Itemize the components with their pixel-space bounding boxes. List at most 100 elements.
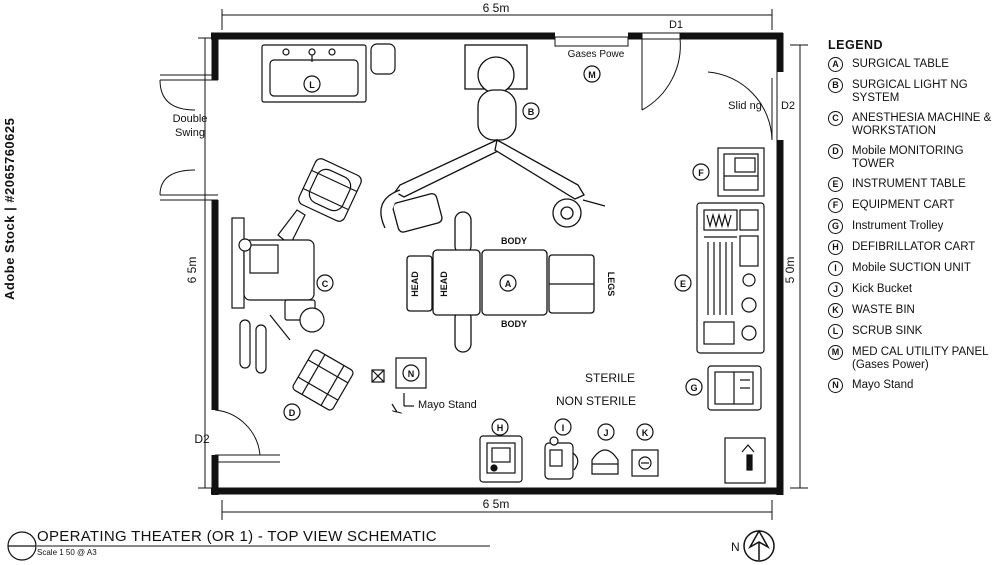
door-d1-label: D1 xyxy=(669,19,683,31)
legend-text: SURGICAL LIGHT NG SYSTEM xyxy=(852,79,968,104)
marker-i-label: I xyxy=(562,423,565,433)
head-label-2: HEAD xyxy=(439,271,449,297)
marker-n-label: N xyxy=(408,369,415,379)
room-walls xyxy=(211,32,784,495)
legend-text: DEFIBRILLATOR CART xyxy=(852,241,976,253)
legend-item: E INSTRUMENT TABLE xyxy=(828,177,998,192)
sliding-label: Slid ng xyxy=(728,100,762,112)
legend: LEGEND A SURGICAL TABLE B SURGICAL LIGHT N… xyxy=(828,38,998,400)
legend-key: I xyxy=(828,261,843,276)
marker-g-label: G xyxy=(690,383,697,393)
dimension-right xyxy=(790,44,808,489)
waste-bin xyxy=(631,449,659,477)
marker-c-label: C xyxy=(322,279,329,289)
legend-item: N Mayo Stand xyxy=(828,378,998,393)
instrument-trolley xyxy=(707,365,762,411)
marker-k-label: K xyxy=(642,428,649,438)
door-d2-label: D2 xyxy=(781,100,795,112)
marker-m-label: M xyxy=(588,70,596,80)
surgical-lighting-system xyxy=(380,44,606,233)
legend-key: D xyxy=(828,144,843,159)
legend-text: Kick Bucket xyxy=(852,283,913,295)
double-swing-label-2: Swing xyxy=(175,127,205,139)
legend-title: LEGEND xyxy=(828,38,884,52)
door-d2-bottom-label: D2 xyxy=(194,432,210,446)
gases-power-label: Gases Powe xyxy=(568,49,625,60)
marker-f-label: F xyxy=(698,168,704,178)
kick-bucket xyxy=(591,449,619,475)
legend-key: F xyxy=(828,198,843,213)
legend-text: Instrument Trolley xyxy=(852,220,944,232)
legend-key: K xyxy=(828,303,843,318)
dimension-right-label: 5 0m xyxy=(783,257,797,284)
defibrillator-cart xyxy=(479,435,523,483)
marker-d-label: D xyxy=(289,408,296,418)
legend-item: H DEFIBRILLATOR CART xyxy=(828,240,998,255)
legend-key: B xyxy=(828,78,843,93)
marker-l xyxy=(303,75,321,93)
marker-h xyxy=(491,418,509,436)
marker-c xyxy=(316,274,334,292)
dimension-left xyxy=(198,37,212,489)
body-bottom-label: BODY xyxy=(501,319,527,329)
dimension-top-label: 6 5m xyxy=(483,1,510,15)
legend-text: Mayo Stand xyxy=(852,379,914,391)
legend-key: J xyxy=(828,282,843,297)
sterile-label: STERILE xyxy=(585,371,635,385)
double-swing-door xyxy=(159,74,218,201)
instrument-table xyxy=(696,202,765,354)
north-arrow xyxy=(743,529,775,562)
marker-b-label: B xyxy=(528,107,535,117)
legend-key: E xyxy=(828,177,843,192)
marker-e xyxy=(674,274,692,292)
marker-i xyxy=(554,418,572,436)
legend-text: WASTE BIN xyxy=(852,304,915,316)
mayo-stand-label: Mayo Stand xyxy=(418,399,477,411)
legend-key: N xyxy=(828,378,843,393)
marker-b xyxy=(522,102,540,120)
legend-item: L SCRUB SINK xyxy=(828,324,998,339)
legend-item: A SURGICAL TABLE xyxy=(828,57,998,72)
sliding-door-d2 xyxy=(707,71,778,141)
legend-text: SURGICAL TABLE xyxy=(852,58,949,70)
legend-text: EQUIPMENT CART xyxy=(852,199,955,211)
legend-item: C ANESTHESIA MACHINE & WORKSTATION xyxy=(828,111,998,138)
medical-utility-panel xyxy=(554,36,629,47)
dimension-bottom xyxy=(221,500,773,520)
anesthesia-machine xyxy=(231,209,325,374)
legend-key: L xyxy=(828,324,843,339)
marker-a-label: A xyxy=(505,279,512,289)
marker-f xyxy=(692,163,710,181)
non-sterile-label: NON STERILE xyxy=(556,394,636,408)
rotating-chair xyxy=(298,158,362,222)
legend-text: ANESTHESIA MACHINE & WORKSTATION xyxy=(852,112,992,137)
marker-e-label: E xyxy=(680,279,686,289)
double-swing-label-1: Double xyxy=(173,113,208,125)
dimension-bottom-label: 6 5m xyxy=(483,497,510,511)
legend-text: INSTRUMENT TABLE xyxy=(852,178,966,190)
monitoring-tower xyxy=(292,349,354,411)
legend-key: H xyxy=(828,240,843,255)
legend-text: SCRUB SINK xyxy=(852,325,923,337)
marker-j-label: J xyxy=(603,428,608,438)
suction-unit xyxy=(544,436,579,480)
legend-item: K WASTE BIN xyxy=(828,303,998,318)
north-label: N xyxy=(731,540,740,554)
marker-n xyxy=(402,364,420,382)
sink-bin xyxy=(370,43,396,75)
legend-key: M xyxy=(828,345,843,360)
legend-key: C xyxy=(828,111,843,126)
legend-key: A xyxy=(828,57,843,72)
corner-cabinet xyxy=(724,437,766,484)
watermark-id: Adobe Stock | #2065760625 xyxy=(2,117,17,300)
equipment-cart xyxy=(717,147,765,197)
marker-k xyxy=(636,423,654,441)
marker-a xyxy=(499,274,517,292)
marker-m xyxy=(583,65,601,83)
legs-label: LEGS xyxy=(606,272,616,297)
marker-h-label: H xyxy=(497,423,504,433)
